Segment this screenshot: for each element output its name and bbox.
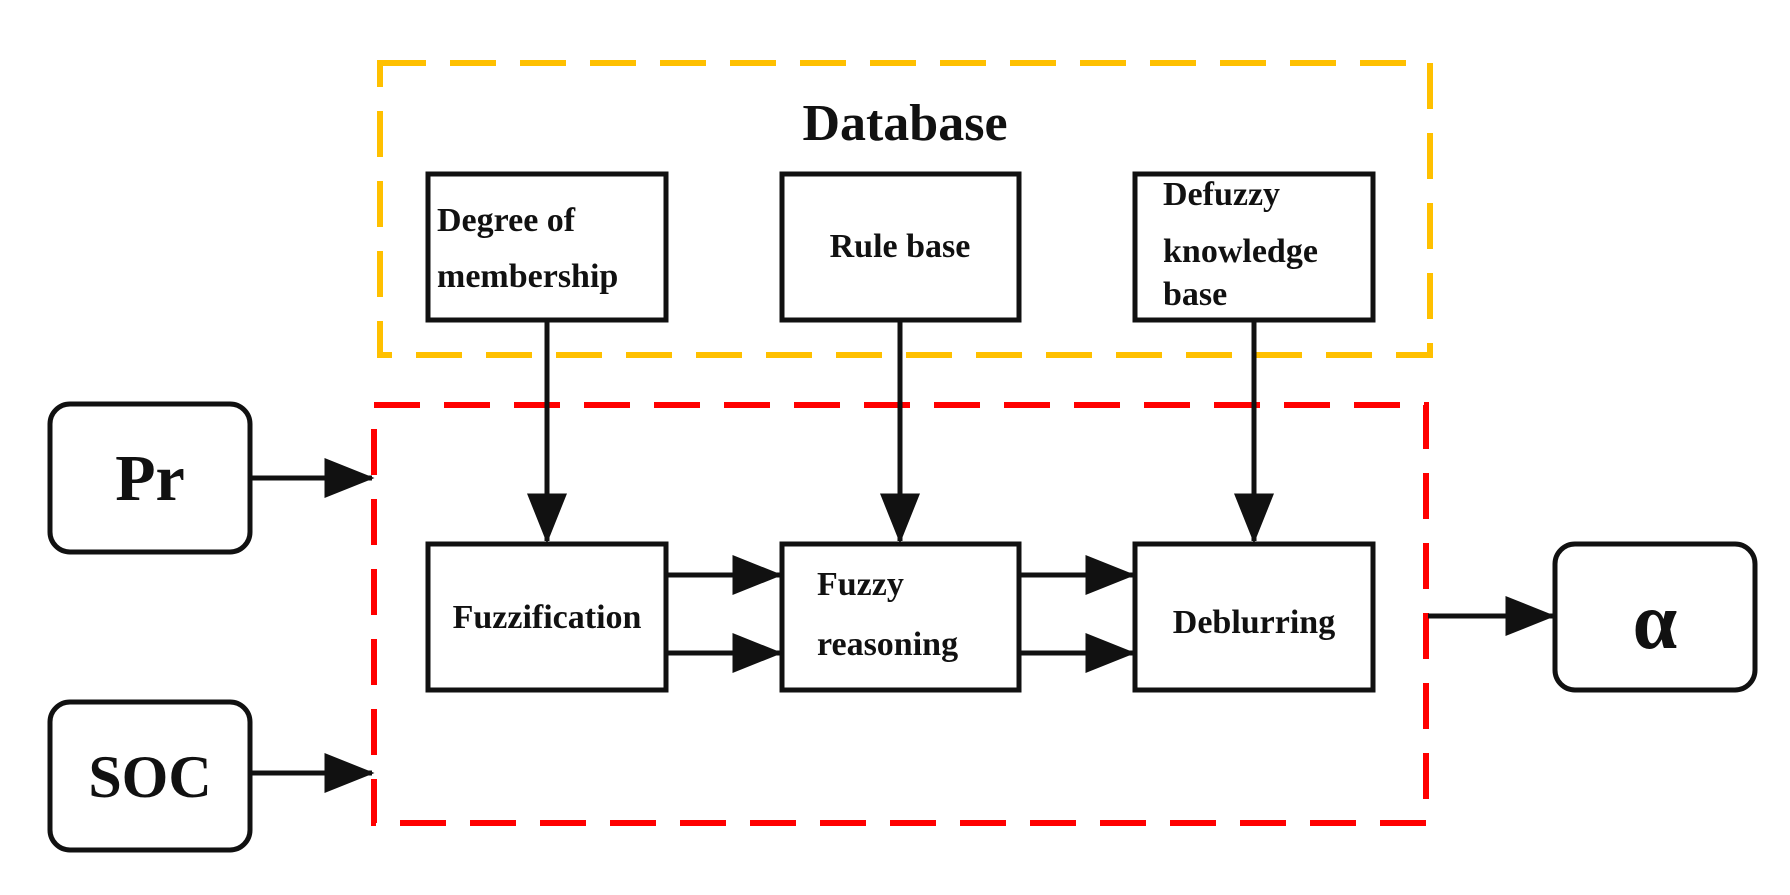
fuzzification-box: Fuzzification: [425, 541, 669, 693]
fuzzy-reasoning-label-line2: reasoning: [817, 626, 958, 663]
defuzzy-knowledge-base-box: Defuzzy knowledge base: [1132, 171, 1376, 323]
deblurring-box: Deblurring: [1132, 541, 1376, 693]
fuzzy-reasoning-box: Fuzzy reasoning: [779, 541, 1022, 693]
soc-input-label: SOC: [88, 744, 211, 810]
database-group-border: [377, 60, 1433, 358]
degree-of-membership-box: Degree of membership: [425, 171, 669, 323]
fuzzy-reasoning-label-line1: Fuzzy: [817, 566, 904, 603]
fuzzification-label: Fuzzification: [453, 599, 642, 636]
alpha-output-box: α: [1552, 541, 1758, 693]
rule-base-box: Rule base: [779, 171, 1022, 323]
alpha-output-label: α: [1633, 578, 1678, 666]
defuzzy-label-line3: base: [1163, 276, 1227, 313]
soc-input-box: SOC: [47, 699, 253, 853]
pr-input-label: Pr: [115, 442, 185, 515]
degree-of-membership-label-line1: Degree of: [437, 202, 576, 239]
degree-of-membership-label-line2: membership: [437, 258, 618, 295]
pr-input-box: Pr: [47, 401, 253, 555]
defuzzy-label-line1: Defuzzy: [1163, 176, 1280, 213]
database-title: Database: [802, 95, 1007, 152]
deblurring-label: Deblurring: [1173, 604, 1335, 641]
rule-base-label: Rule base: [830, 228, 971, 265]
defuzzy-label-line2: knowledge: [1163, 233, 1318, 270]
